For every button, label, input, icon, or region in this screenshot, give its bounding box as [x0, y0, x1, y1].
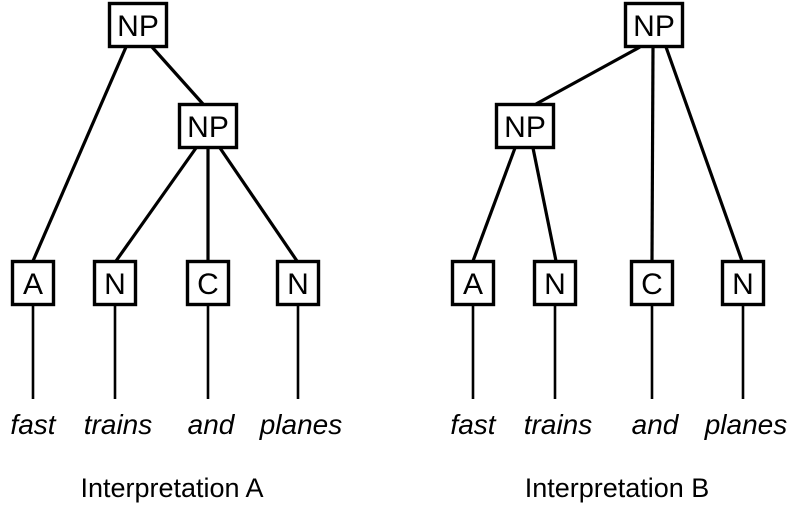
tree-edge-b-np2-to-b-n1 [531, 147, 558, 262]
leaf-word-b-leaf-fast: fast [450, 409, 496, 440]
node-box-a-np2[interactable] [177, 102, 239, 150]
node-label-a-n2: N [287, 268, 309, 301]
tree-edge-b-np2-to-b-adj [471, 147, 517, 262]
node-box-b-root[interactable] [623, 1, 685, 49]
node-label-a-np2: NP [187, 111, 229, 144]
node-box-b-np2[interactable] [494, 102, 556, 150]
node-label-a-n1: N [104, 268, 126, 301]
leaf-word-b-leaf-and: and [632, 409, 680, 440]
leaf-word-b-leaf-trains: trains [524, 409, 592, 440]
leaf-word-a-leaf-and: and [188, 409, 236, 440]
leaf-word-a-leaf-planes: planes [259, 409, 343, 440]
node-label-a-conj: C [197, 268, 219, 301]
node-label-b-conj: C [641, 268, 663, 301]
node-label-b-np2: NP [504, 111, 546, 144]
node-box-a-n1[interactable] [92, 259, 138, 307]
node-label-a-root: NP [117, 10, 159, 43]
tree-edge-a-np2-to-a-n1 [114, 147, 198, 262]
node-label-b-n2: N [732, 268, 754, 301]
leaf-word-b-leaf-planes: planes [704, 409, 788, 440]
node-label-b-root: NP [633, 10, 675, 43]
node-box-a-conj[interactable] [185, 259, 231, 307]
node-label-b-n1: N [544, 268, 566, 301]
node-label-a-adj: A [23, 268, 43, 301]
caption-tree-b: Interpretation B [525, 473, 710, 503]
tree-edge-b-root-to-b-n2 [664, 46, 744, 262]
tree-edge-b-root-to-b-np2 [535, 45, 641, 106]
node-box-b-adj[interactable] [450, 259, 496, 307]
node-box-b-conj[interactable] [629, 259, 675, 307]
caption-tree-a: Interpretation A [80, 473, 263, 503]
node-box-a-root[interactable] [107, 1, 169, 49]
node-box-b-n1[interactable] [532, 259, 578, 307]
node-box-b-n2[interactable] [720, 259, 766, 307]
tree-edge-a-root-to-a-adj [31, 46, 128, 262]
tree-edge-a-np2-to-a-n2 [218, 147, 299, 262]
leaf-word-a-leaf-fast: fast [10, 409, 56, 440]
leaf-word-a-leaf-trains: trains [84, 409, 152, 440]
tree-edge-b-root-to-b-conj [650, 46, 655, 262]
node-label-b-adj: A [463, 268, 483, 301]
tree-edge-a-root-to-a-np2 [150, 45, 205, 106]
node-box-a-adj[interactable] [10, 259, 56, 307]
node-box-a-n2[interactable] [275, 259, 321, 307]
